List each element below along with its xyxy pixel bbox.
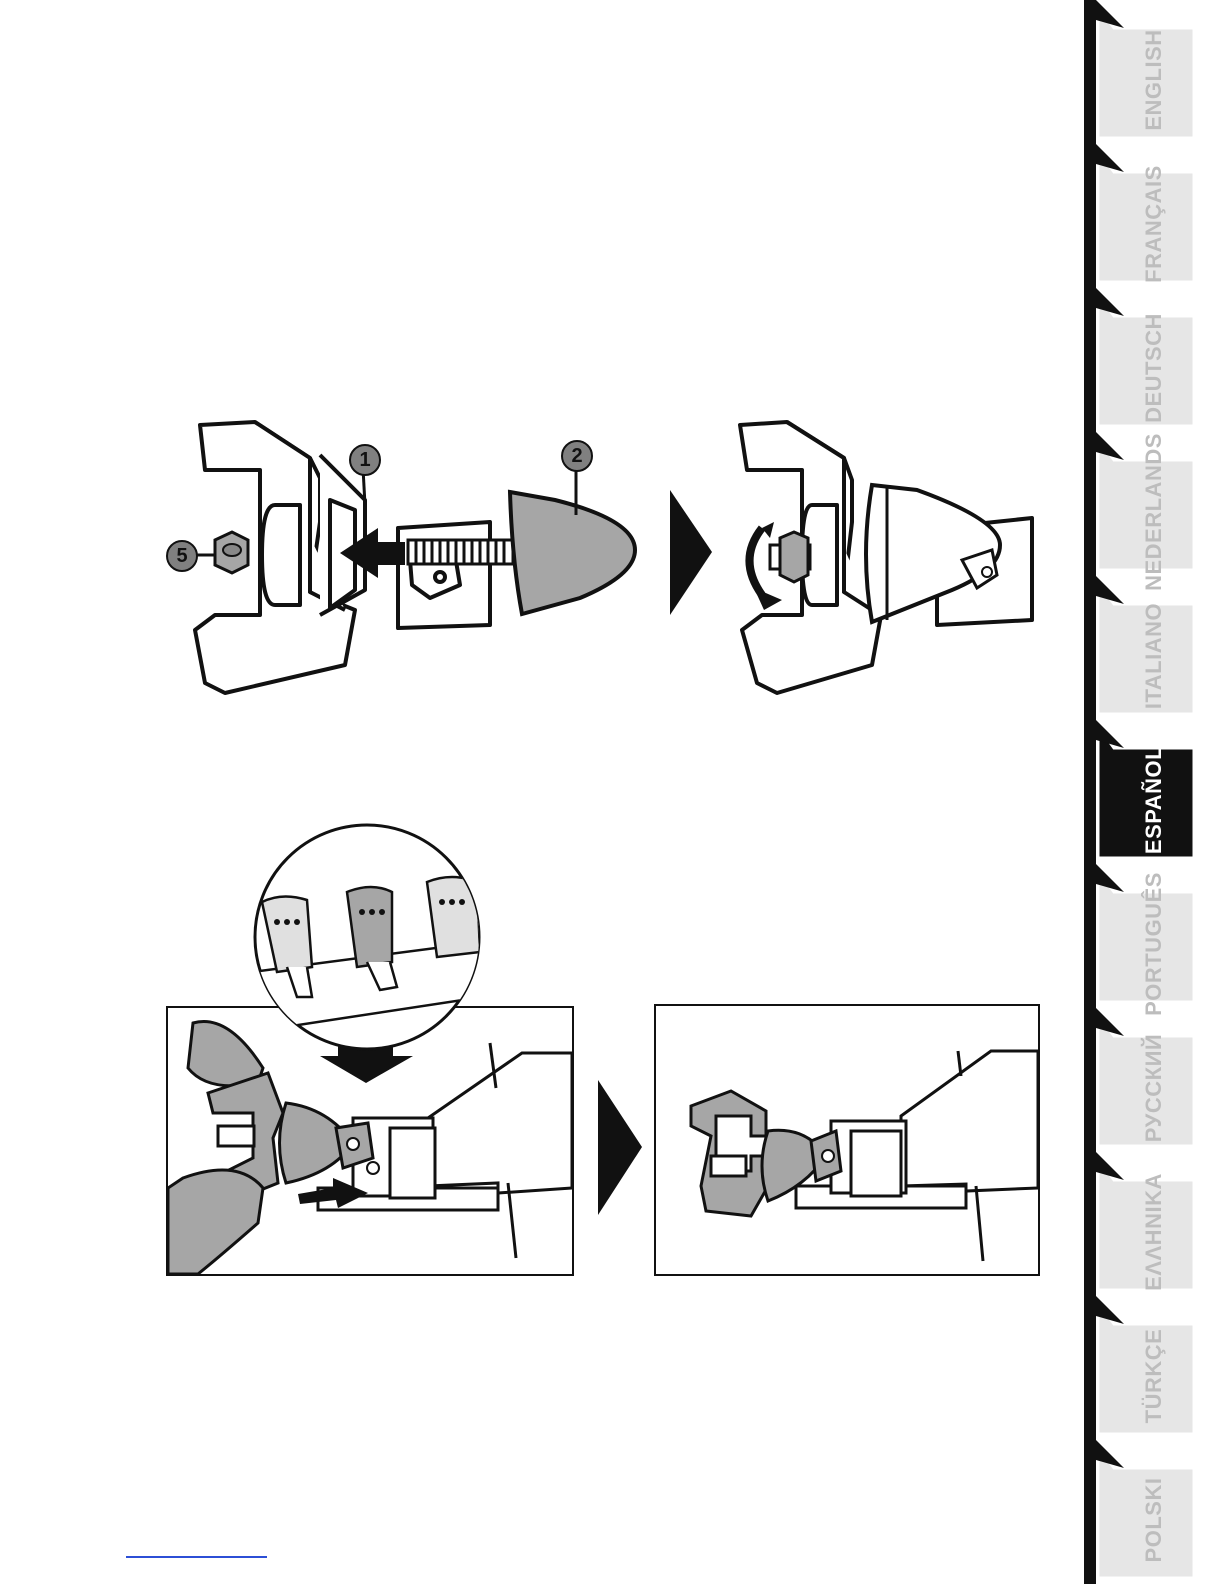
callout-2: 2 bbox=[561, 440, 593, 472]
language-tab-5[interactable]: ESPAÑOL bbox=[1141, 746, 1167, 854]
callout-5-label: 5 bbox=[176, 545, 187, 568]
language-tab-9[interactable]: TÜRKÇE bbox=[1141, 1329, 1167, 1424]
pedals-zoom-circle bbox=[252, 822, 482, 1052]
language-tab-4[interactable]: ITALIANO bbox=[1141, 603, 1167, 709]
callout-2-label: 2 bbox=[571, 445, 582, 468]
clamp-assembled-illustration bbox=[732, 410, 1042, 700]
step-arrow-icon bbox=[668, 490, 714, 615]
step-arrow-icon bbox=[596, 1080, 644, 1215]
language-tab-3[interactable]: NEDERLANDS bbox=[1141, 433, 1167, 591]
language-tab-2[interactable]: DEUTSCH bbox=[1141, 313, 1167, 423]
language-tab-8[interactable]: ΕΛΛΗΝΙΚΑ bbox=[1141, 1173, 1167, 1291]
clamp-installed-illustration bbox=[656, 1006, 1038, 1274]
language-tab-1[interactable]: FRANÇAIS bbox=[1141, 165, 1167, 283]
footer-link-underline bbox=[126, 1556, 267, 1558]
language-tab-10[interactable]: POLSKI bbox=[1141, 1478, 1167, 1563]
language-tab-7[interactable]: РУССКИЙ bbox=[1141, 1034, 1167, 1142]
callout-5: 5 bbox=[166, 540, 198, 572]
callout-1-label: 1 bbox=[359, 449, 370, 472]
language-tab-bar: ENGLISH FRANÇAIS DEUTSCH NEDERLANDS ITALIANO… bbox=[1084, 0, 1224, 1584]
install-panel-right bbox=[654, 1004, 1040, 1276]
language-tab-0[interactable]: ENGLISH bbox=[1141, 29, 1167, 130]
callout-1: 1 bbox=[349, 444, 381, 476]
language-tab-6[interactable]: PORTUGUÊS bbox=[1141, 872, 1167, 1016]
